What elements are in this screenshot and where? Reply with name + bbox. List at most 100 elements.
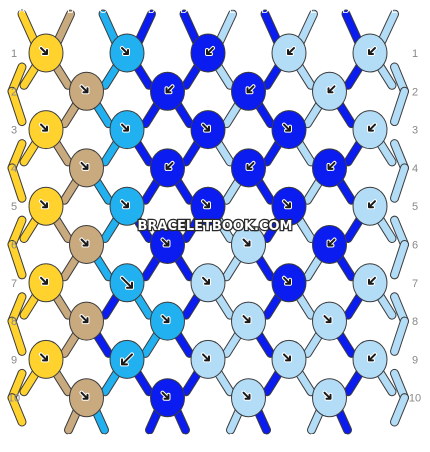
knot bbox=[271, 339, 307, 379]
row-label-left: 4 bbox=[11, 163, 17, 175]
knot-arrow-icon bbox=[241, 390, 252, 401]
knot-arrow-icon bbox=[367, 199, 377, 210]
knot-arrow-icon bbox=[120, 275, 134, 290]
knot bbox=[271, 33, 307, 73]
knot bbox=[352, 110, 388, 150]
knot bbox=[271, 110, 307, 150]
knot bbox=[190, 33, 226, 73]
knot bbox=[150, 71, 185, 111]
row-label-right: 2 bbox=[412, 86, 418, 98]
knot bbox=[271, 186, 307, 226]
knot bbox=[190, 186, 226, 226]
knot-arrow-icon bbox=[286, 46, 296, 56]
knot bbox=[312, 148, 347, 188]
knot-arrow-icon bbox=[160, 314, 171, 325]
knot bbox=[28, 186, 64, 226]
knot-arrow-icon bbox=[326, 237, 337, 248]
knot-arrow-icon bbox=[241, 237, 252, 248]
knot-arrow-icon bbox=[322, 390, 333, 401]
knot bbox=[28, 33, 64, 73]
row-label-right: 1 bbox=[412, 48, 418, 60]
string-label-top: E bbox=[391, 5, 398, 16]
knot bbox=[69, 301, 104, 341]
knot-arrow-icon bbox=[79, 390, 90, 401]
knot-arrow-icon bbox=[201, 199, 211, 210]
knot-arrow-icon bbox=[120, 352, 134, 367]
string-label-bottom: D bbox=[148, 433, 155, 444]
knot bbox=[352, 186, 388, 226]
knot bbox=[109, 33, 145, 73]
knot bbox=[352, 263, 388, 303]
string-label-top: D bbox=[148, 5, 155, 16]
knot-arrow-icon bbox=[164, 160, 175, 171]
string-label-bottom: E bbox=[310, 433, 317, 444]
knot-arrow-icon bbox=[201, 275, 211, 286]
knot bbox=[312, 301, 347, 341]
knot-arrow-icon bbox=[79, 84, 90, 95]
knot bbox=[190, 263, 226, 303]
knot-arrow-icon bbox=[282, 352, 292, 363]
knot-arrow-icon bbox=[205, 46, 215, 56]
row-label-right: 6 bbox=[412, 240, 418, 252]
string-label-top: D bbox=[180, 5, 187, 16]
knot-arrow-icon bbox=[367, 46, 377, 56]
knot-arrow-icon bbox=[282, 199, 292, 210]
row-label-left: 7 bbox=[11, 278, 17, 290]
row-label-left: 2 bbox=[11, 86, 17, 98]
row-label-left: 5 bbox=[11, 201, 17, 213]
knot-arrow-icon bbox=[39, 352, 49, 363]
knot-arrow-icon bbox=[282, 275, 292, 286]
knot bbox=[190, 110, 226, 150]
string-label-bottom: D bbox=[261, 433, 268, 444]
knot bbox=[28, 110, 64, 150]
string-label-bottom: E bbox=[229, 433, 236, 444]
knot bbox=[352, 33, 388, 73]
string-label-top: B bbox=[67, 5, 74, 16]
knot-arrow-icon bbox=[120, 46, 130, 56]
knot-arrow-icon bbox=[367, 352, 377, 363]
row-label-left: 9 bbox=[11, 354, 17, 366]
string-label-bottom: C bbox=[99, 433, 106, 444]
string-label-top: E bbox=[229, 5, 236, 16]
knot bbox=[69, 225, 104, 264]
row-label-right: 10 bbox=[409, 393, 421, 405]
row-label-right: 8 bbox=[412, 316, 418, 328]
knot bbox=[109, 263, 145, 303]
knot bbox=[150, 301, 185, 341]
string-label-bottom: D bbox=[342, 433, 349, 444]
knot bbox=[28, 339, 64, 379]
knot-arrow-icon bbox=[201, 352, 211, 363]
knot-arrow-icon bbox=[39, 275, 49, 286]
knot bbox=[231, 71, 266, 111]
knot bbox=[109, 186, 145, 226]
knot bbox=[231, 225, 266, 264]
knot bbox=[190, 339, 226, 379]
row-label-right: 7 bbox=[412, 278, 418, 290]
knot-arrow-icon bbox=[201, 122, 211, 133]
knot bbox=[150, 148, 185, 188]
knot-arrow-icon bbox=[79, 160, 90, 171]
string-label-top: C bbox=[99, 5, 106, 16]
knot bbox=[312, 378, 347, 418]
knot bbox=[109, 110, 145, 150]
row-label-right: 9 bbox=[412, 354, 418, 366]
knot-arrow-icon bbox=[326, 160, 337, 171]
knot-arrow-icon bbox=[367, 122, 377, 133]
knot bbox=[69, 71, 104, 111]
knot bbox=[271, 263, 307, 303]
knot-arrow-icon bbox=[326, 84, 337, 95]
row-label-left: 6 bbox=[11, 240, 17, 252]
string-label-top: D bbox=[261, 5, 268, 16]
string-label-bottom: B bbox=[67, 433, 74, 444]
knot-arrow-icon bbox=[164, 84, 175, 95]
knot bbox=[109, 339, 145, 379]
knot-arrow-icon bbox=[245, 84, 256, 95]
knot-arrow-icon bbox=[39, 46, 49, 56]
knot bbox=[69, 378, 104, 418]
row-label-left: 10 bbox=[8, 393, 20, 405]
knot-arrow-icon bbox=[367, 275, 377, 286]
string-label-bottom: E bbox=[391, 433, 398, 444]
string-label-bottom: A bbox=[19, 433, 26, 444]
watermark: BRACELETBOOK.COM bbox=[138, 219, 293, 234]
